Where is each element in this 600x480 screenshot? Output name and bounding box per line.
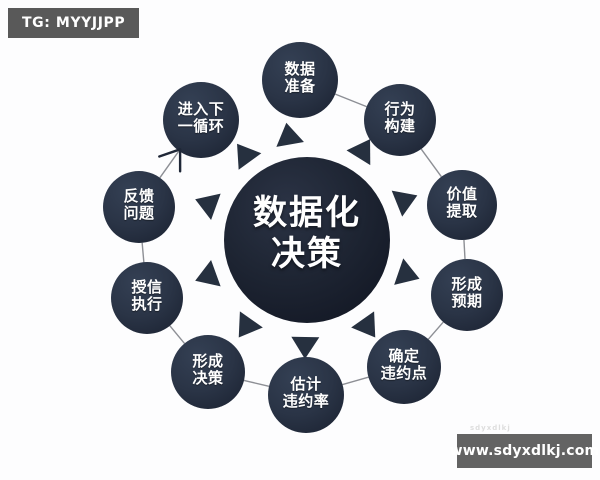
radial-arrow-3 <box>391 190 418 217</box>
radial-arrow-6 <box>291 336 320 359</box>
cycle-return-arrowhead <box>158 148 182 173</box>
radial-arrow-9 <box>195 193 221 220</box>
radial-arrow-10 <box>237 143 262 170</box>
node-circle-form-expectation[interactable] <box>431 259 503 331</box>
watermark-bottom-right: www.sdyxdlkj.com <box>450 434 599 468</box>
radial-arrow-7 <box>238 311 263 338</box>
connector-form-expectation-to-determine-default-point <box>427 321 444 340</box>
node-circle-enter-next-cycle[interactable] <box>163 82 239 158</box>
radial-arrow-4 <box>394 258 420 285</box>
node-circle-credit-execution[interactable] <box>111 262 183 334</box>
radial-arrow-2 <box>346 139 371 166</box>
node-circle-determine-default-point[interactable] <box>367 330 441 404</box>
node-circle-behavior-construction[interactable] <box>364 84 436 156</box>
node-circle-estimate-default-rate[interactable] <box>268 357 344 433</box>
watermark-top-left: TG: MYYJJPP <box>8 8 140 38</box>
node-circles <box>103 42 503 433</box>
watermark-ghost-text: sdyxdlkj <box>470 424 511 432</box>
node-circle-data-preparation[interactable] <box>262 42 338 118</box>
node-circle-feedback-issue[interactable] <box>103 171 175 243</box>
connector-behavior-construction-to-value-extraction <box>420 148 442 178</box>
connector-lines <box>141 93 466 387</box>
radial-arrow-1 <box>276 122 304 147</box>
radial-arrow-5 <box>351 311 376 338</box>
connector-estimate-default-rate-to-form-decision <box>243 379 270 387</box>
radial-arrow-8 <box>195 260 221 287</box>
connector-value-extraction-to-form-expectation <box>463 239 466 260</box>
node-circle-value-extraction[interactable] <box>427 170 497 240</box>
connector-determine-default-point-to-estimate-default-rate <box>342 376 369 386</box>
cycle-arrow-barb-1 <box>158 148 182 158</box>
center-node-circle[interactable] <box>224 157 390 323</box>
connector-data-preparation-to-behavior-construction <box>335 93 367 108</box>
radial-arrows <box>195 122 420 359</box>
connector-feedback-issue-to-enter-next-cycle <box>159 150 180 179</box>
connector-credit-execution-to-feedback-issue <box>141 242 145 263</box>
connector-form-decision-to-credit-execution <box>169 325 186 344</box>
node-circle-form-decision[interactable] <box>171 335 245 409</box>
